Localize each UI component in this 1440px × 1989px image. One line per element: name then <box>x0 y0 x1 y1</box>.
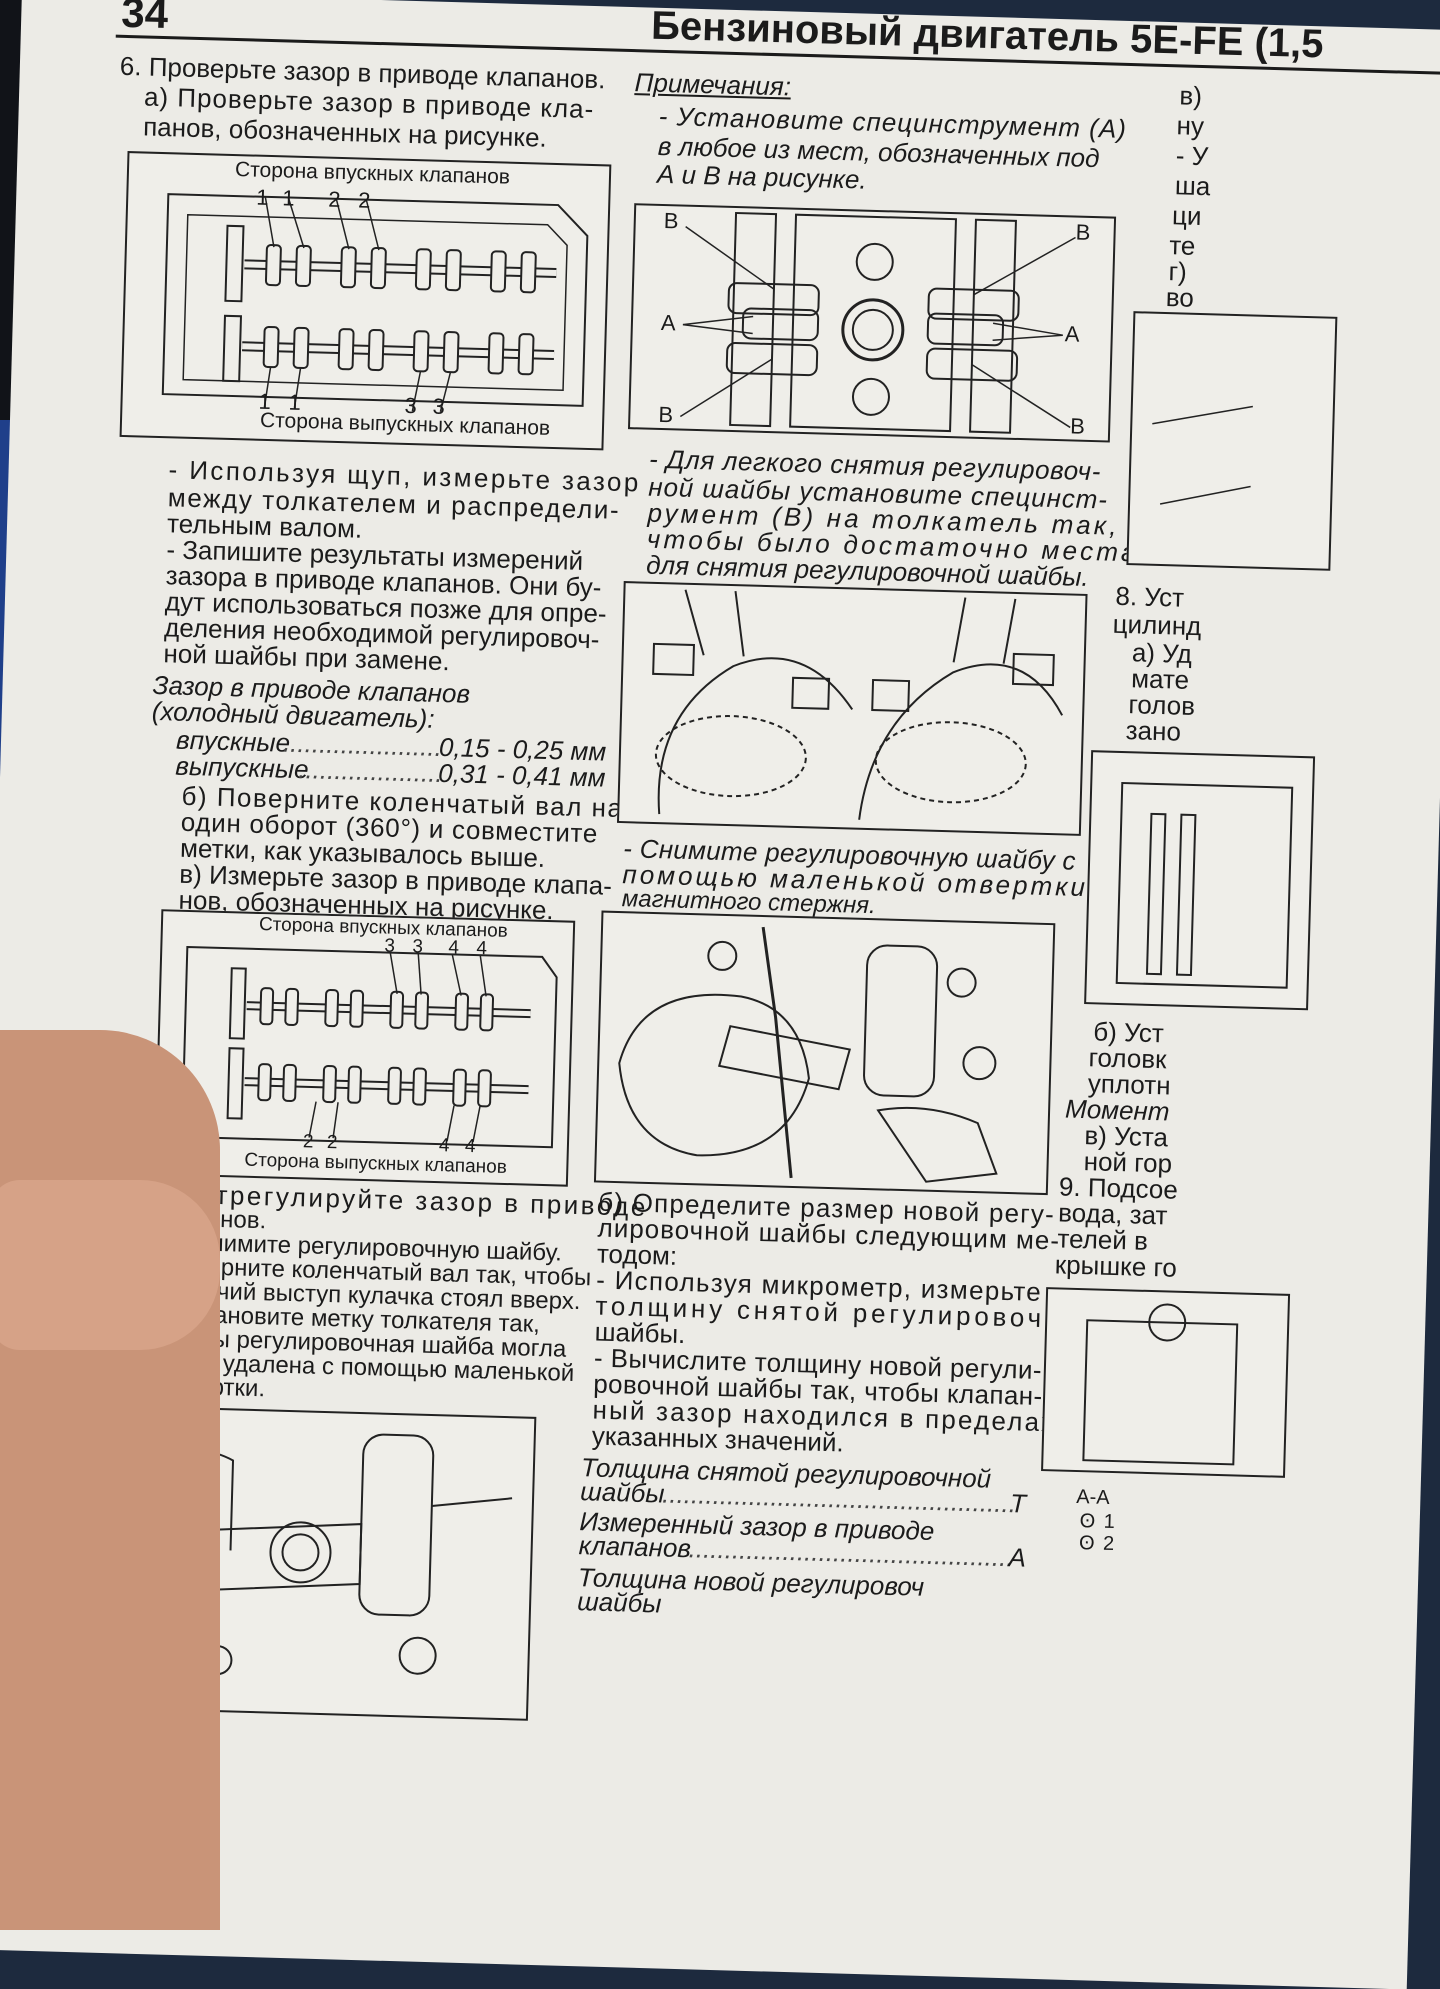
figure-camshaft-2: Сторона впускных клапанов Сторона выпуск… <box>153 909 576 1187</box>
fig1-label: 3 <box>404 392 418 419</box>
right-fragment: во <box>1165 282 1195 313</box>
shim-install-drawing <box>652 589 1064 820</box>
figure-right-middle <box>1084 750 1316 1011</box>
spec-label-exhaust: выпускные <box>174 750 309 785</box>
fig2-label: 2 <box>326 1131 338 1154</box>
page-title: Бензиновый двигатель 5E-FE (1,5 <box>650 3 1325 67</box>
fig2-label: 4 <box>448 937 460 959</box>
holding-hand <box>0 1030 220 1930</box>
notes-line: А и В на рисунке. <box>656 158 868 195</box>
sst-drawing <box>679 211 1076 434</box>
figure-shim-removal <box>593 910 1056 1196</box>
right-fragment: в) <box>1179 80 1203 111</box>
formula-symbol-A: A <box>1008 1542 1027 1573</box>
formula-label: клапанов <box>578 1530 692 1564</box>
label-B: В <box>1075 219 1091 245</box>
fig2-label: 4 <box>438 1135 450 1157</box>
right-middle-drawing <box>1115 782 1294 989</box>
label-A: А <box>1064 321 1080 347</box>
right-fragment: ша <box>1174 170 1211 202</box>
formula-symbol-T: T <box>1009 1488 1027 1519</box>
step8-line: зано <box>1125 715 1182 747</box>
fig2-label: 3 <box>412 936 424 958</box>
fig2-label: 4 <box>464 1135 476 1158</box>
page-number: 34 <box>120 0 169 38</box>
right-fragment: ци <box>1171 200 1202 232</box>
fig1-label: 1 <box>281 185 295 211</box>
camshaft-2-drawing <box>181 945 558 1149</box>
fig1-label: 3 <box>432 393 446 419</box>
notes-title: Примечания: <box>634 67 792 102</box>
label-B: В <box>663 208 679 234</box>
label-B: В <box>658 401 674 428</box>
formula-label: шайбы <box>579 1476 665 1509</box>
fig1-label: 1 <box>258 388 272 415</box>
figure-shim-install <box>616 581 1088 836</box>
right-top-drawing <box>1152 405 1253 505</box>
label-A: А <box>660 309 676 336</box>
right-fragment: ну <box>1176 110 1205 142</box>
fig1-label: 1 <box>255 184 269 210</box>
fig2-label: 4 <box>476 938 488 960</box>
fig2-label: 3 <box>384 935 396 957</box>
right-fragment: крышке го <box>1054 1249 1178 1283</box>
figure-sst-positions: В В А А В В <box>627 203 1117 443</box>
formula-label: шайбы <box>576 1586 662 1619</box>
fig2-label: 2 <box>302 1131 314 1153</box>
fig1-label: 2 <box>327 186 341 212</box>
right-bottom-drawing <box>1082 1303 1239 1466</box>
label-B: В <box>1069 413 1086 439</box>
shim-removal-drawing <box>618 926 998 1183</box>
camshaft-1-drawing <box>161 193 589 413</box>
figure-camshaft-1: Сторона впускных клапанов Сторона выпуск… <box>119 151 612 451</box>
legend-item: 2 <box>1102 1532 1115 1556</box>
holding-thumb <box>0 1180 220 1350</box>
right-fragment: - У <box>1175 140 1209 172</box>
figure-right-top <box>1126 311 1338 571</box>
fig1-label: 1 <box>288 389 302 415</box>
figure-right-bottom <box>1041 1287 1291 1478</box>
legend-glyph: ʘ <box>1078 1532 1095 1555</box>
fig1-label: 2 <box>357 187 371 213</box>
